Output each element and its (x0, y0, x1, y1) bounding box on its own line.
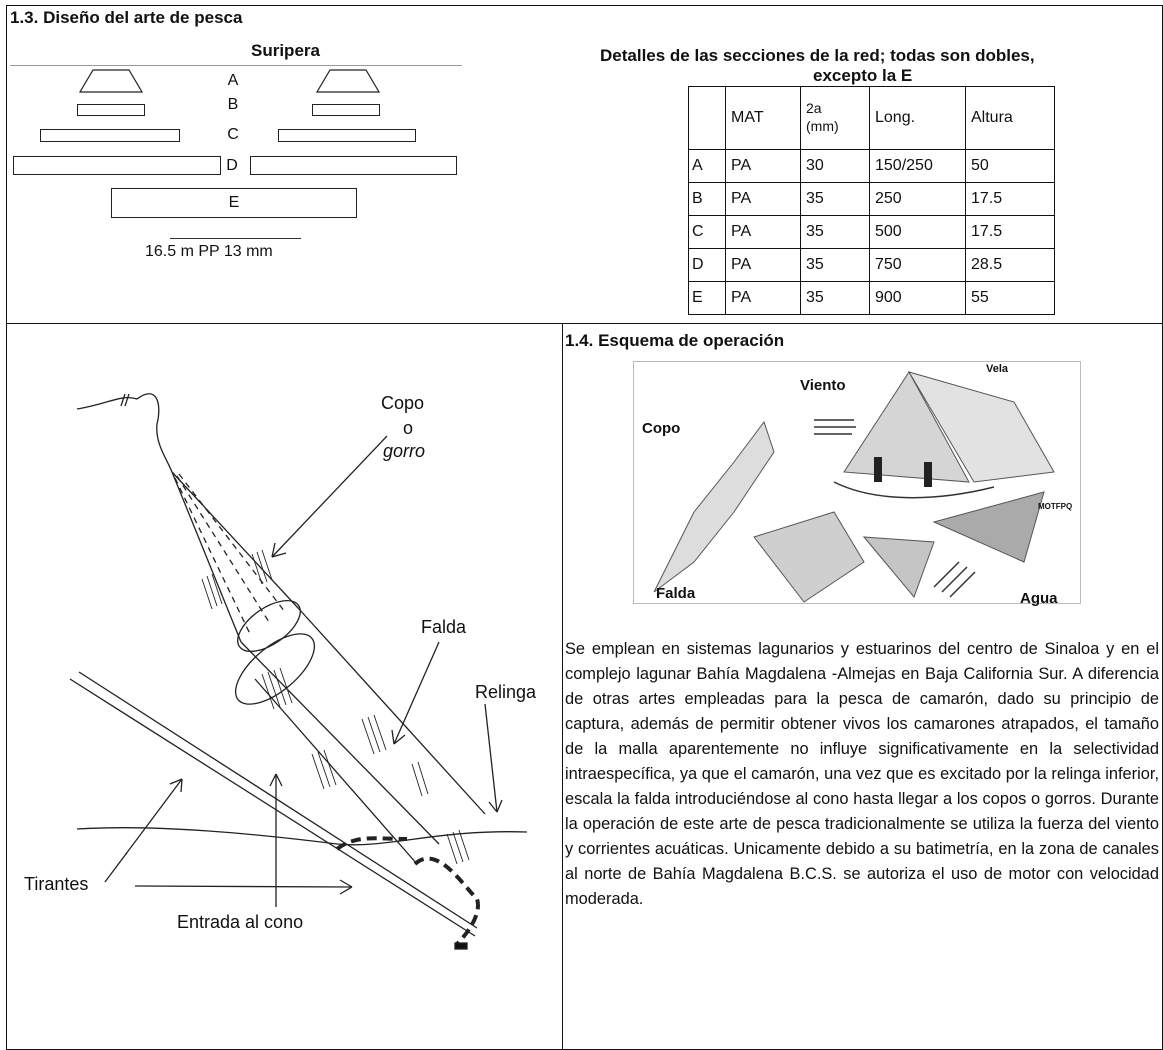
illus-agua: Agua (1020, 590, 1058, 607)
net-section-c-right (278, 129, 416, 142)
label-entrada: Entrada al cono (177, 912, 304, 932)
table-header-cell (688, 86, 726, 150)
table-header-cell: Long. (869, 86, 966, 150)
label-tirantes: Tirantes (24, 874, 89, 894)
table-caption-line2: excepto la E (813, 66, 913, 85)
table-row: A PA 30 150/250 50 (688, 149, 1055, 183)
table-cell: 28.5 (965, 248, 1055, 282)
table-caption-line1: Detalles de las secciones de la red; tod… (600, 46, 1035, 65)
table-cell: 35 (800, 248, 870, 282)
operation-paragraph: Se emplean en sistemas lagunarios y estu… (565, 640, 1159, 908)
table-cell: 50 (965, 149, 1055, 183)
table-cell: A (688, 149, 726, 183)
table-cell: PA (725, 215, 801, 249)
table-row: B PA 35 250 17.5 (688, 182, 1055, 216)
operation-illustration: Viento Vela Copo Falda Agua MOTFPQ (633, 361, 1081, 607)
table-cell: 17.5 (965, 182, 1055, 216)
section-label-d: D (226, 157, 238, 174)
net-section-b-left (77, 104, 145, 116)
section-title-1-4: 1.4. Esquema de operación (565, 331, 785, 350)
table-header-mesh: 2a (mm) (806, 100, 839, 134)
table-header-row: MAT 2a (mm) Long. Altura (688, 86, 1055, 150)
net-title-rule (10, 65, 462, 66)
table-cell: 17.5 (965, 215, 1055, 249)
table-cell: 35 (800, 281, 870, 315)
section-title-1-3: 1.3. Diseño del arte de pesca (10, 8, 243, 27)
scale-bar (170, 238, 301, 239)
illus-falda: Falda (656, 585, 696, 602)
table-cell: 500 (869, 215, 966, 249)
scale-label: 16.5 m PP 13 mm (145, 243, 273, 260)
section-label-c: C (227, 126, 239, 143)
table-cell: 750 (869, 248, 966, 282)
section-label-b: B (227, 96, 239, 113)
table-cell: 30 (800, 149, 870, 183)
table-row: C PA 35 500 17.5 (688, 215, 1055, 249)
table-cell: B (688, 182, 726, 216)
label-falda: Falda (421, 617, 467, 637)
table-cell: PA (725, 281, 801, 315)
table-cell: E (688, 281, 726, 315)
section-label-e: E (228, 194, 240, 211)
section-label-a: A (227, 72, 239, 89)
net-title: Suripera (251, 41, 320, 60)
table-cell: 55 (965, 281, 1055, 315)
net-diagram (69, 393, 528, 950)
table-cell: PA (725, 149, 801, 183)
table-header-cell: Altura (965, 86, 1055, 150)
illus-copo: Copo (642, 420, 681, 437)
table-cell: D (688, 248, 726, 282)
sections-table: MAT 2a (mm) Long. Altura A PA 30 150/250… (688, 86, 1055, 315)
table-cell: 35 (800, 182, 870, 216)
table-header-cell: MAT (725, 86, 801, 150)
table-cell: PA (725, 248, 801, 282)
net-section-d-left (13, 156, 221, 175)
table-cell: PA (725, 182, 801, 216)
net-trapezoid-left (79, 69, 143, 93)
illus-viento: Viento (800, 377, 846, 394)
net-section-e (111, 188, 357, 218)
table-cell: 35 (800, 215, 870, 249)
label-relinga: Relinga (475, 682, 537, 702)
table-row: E PA 35 900 55 (688, 281, 1055, 315)
label-copo: Copo (381, 393, 425, 413)
illus-code: MOTFPQ (1038, 502, 1073, 511)
illus-vela: Vela (986, 363, 1009, 375)
table-header-cell: 2a (mm) (800, 86, 870, 150)
label-gorro: gorro (383, 441, 426, 461)
table-cell: 250 (869, 182, 966, 216)
net-section-b-right (312, 104, 380, 116)
net-section-d-right (250, 156, 457, 175)
table-cell: 150/250 (869, 149, 966, 183)
net-section-c-left (40, 129, 180, 142)
table-cell: C (688, 215, 726, 249)
net-trapezoid-right (316, 69, 380, 93)
table-row: D PA 35 750 28.5 (688, 248, 1055, 282)
label-o: o (403, 418, 414, 438)
operation-sketch (653, 371, 1055, 603)
table-cell: 900 (869, 281, 966, 315)
